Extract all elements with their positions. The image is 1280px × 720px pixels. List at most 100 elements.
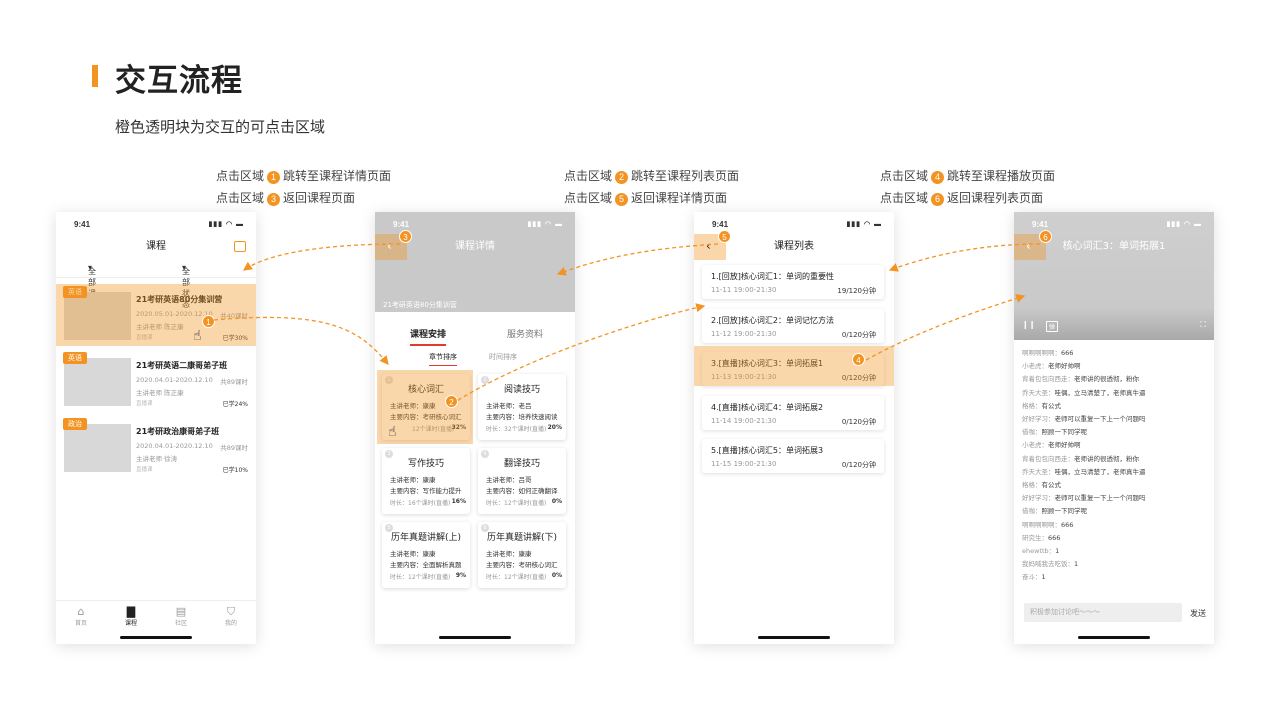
hotspot-2[interactable] bbox=[377, 370, 473, 444]
back-chevron-icon[interactable]: ‹ bbox=[1026, 239, 1031, 253]
module-content: 主要内容：培养快速阅读 bbox=[486, 413, 558, 421]
chat-author: 小老虎： bbox=[1022, 441, 1048, 450]
course-item[interactable]: 政治 21考研政治康哥弟子班 2020.04.01-2020.12.10 共89… bbox=[56, 418, 256, 480]
lesson-minutes: 0/120分钟 bbox=[841, 418, 876, 426]
lesson-time: 11-11 19:00-21:30 bbox=[711, 286, 777, 294]
lesson-minutes: 19/120分钟 bbox=[837, 287, 876, 295]
chat-message: 好好学习：老师可以重复一下上一个问题吗 bbox=[1022, 413, 1146, 426]
module-card[interactable]: 4 翻译技巧 主讲老师：吕哥 主要内容：如何正确翻译 时长：12个课时(直播) … bbox=[478, 448, 566, 514]
status-bar: 9:41 ▮▮▮ ◠ ▬ bbox=[1014, 212, 1214, 234]
module-card[interactable]: 2 阅读技巧 主讲老师：老吕 主要内容：培养快速阅读 时长：32个课时(直播) … bbox=[478, 374, 566, 440]
chat-text: 老师讲的很透彻，粉你 bbox=[1074, 454, 1139, 463]
tab-courses[interactable]: ▇课程 bbox=[116, 605, 146, 627]
module-teacher: 主讲老师：康康 bbox=[390, 476, 436, 484]
lesson-time: 11-14 19:00-21:30 bbox=[711, 417, 777, 425]
lesson-item[interactable]: 2.[回放]核心词汇2：单词记忆方法 11-12 19:00-21:30 0/1… bbox=[702, 309, 884, 343]
back-chevron-icon[interactable]: ‹ bbox=[706, 239, 711, 253]
pause-icon[interactable]: ❙❙ bbox=[1022, 320, 1036, 329]
hotspot-badge-6: 6 bbox=[1039, 230, 1052, 243]
module-card[interactable]: 6 历年真题讲解(下) 主讲老师：康康 主要内容：考研核心词汇 时长：12个课时… bbox=[478, 522, 566, 588]
signal-wifi-battery-icon: ▮▮▮ ◠ ▬ bbox=[527, 221, 563, 228]
chat-message: 研究生：666 bbox=[1022, 532, 1146, 545]
tab-schedule[interactable]: 课程安排 bbox=[410, 327, 447, 346]
lesson-item[interactable]: 1.[回放]核心词汇1：单词的重要性 11-11 19:00-21:30 19/… bbox=[702, 265, 884, 299]
lesson-title: 1.[回放]核心词汇1：单词的重要性 bbox=[711, 272, 834, 281]
signal-wifi-battery-icon: ▮▮▮ ◠ ▬ bbox=[208, 221, 244, 228]
chat-text: 666 bbox=[1048, 533, 1061, 542]
hotspot-4[interactable] bbox=[694, 346, 894, 386]
course-status: 直播课 bbox=[136, 467, 153, 473]
module-content: 主要内容：写作能力提升 bbox=[390, 487, 462, 495]
sort-time[interactable]: 时间排序 bbox=[489, 353, 517, 361]
module-number: 2 bbox=[481, 376, 489, 384]
course-title: 21考研英语二康哥弟子班 bbox=[136, 361, 228, 370]
chat-message: 格格：有公式 bbox=[1022, 400, 1146, 413]
book-icon: ▇ bbox=[126, 605, 136, 618]
course-teacher: 主讲老师 陈正康 bbox=[136, 389, 184, 397]
status-time: 9:41 bbox=[393, 220, 410, 229]
chat-message: 小老虎：老师好帅啊 bbox=[1022, 360, 1146, 373]
module-number: 5 bbox=[385, 524, 393, 532]
fullscreen-icon[interactable]: ⛶ bbox=[1200, 320, 1206, 329]
screen-course-detail: 9:41 ▮▮▮ ◠ ▬ 课程详情 ‹ 3 21考研英语80分集训营 课程安排 … bbox=[375, 212, 575, 644]
lesson-time: 11-12 19:00-21:30 bbox=[711, 330, 777, 338]
chat-message: ehewttb：1 bbox=[1022, 545, 1146, 558]
status-bar: 9:41 ▮▮▮ ◠ ▬ bbox=[56, 212, 256, 234]
tab-bar: ⌂首页 ▇课程 ▤社区 ⛉我的 bbox=[56, 600, 256, 630]
module-teacher: 主讲老师：康康 bbox=[486, 550, 532, 558]
module-card[interactable]: 1 核心词汇 主讲老师：康康 主要内容：考研核心词汇 12个课时(直播) 32% bbox=[382, 374, 470, 440]
chat-author: 格格： bbox=[1022, 401, 1042, 410]
chat-message: 乔天大圣：哇偶，立马清楚了，老师真牛逼 bbox=[1022, 466, 1146, 479]
chat-author: 研究生： bbox=[1022, 533, 1048, 542]
arrow-2-to-list bbox=[451, 303, 706, 405]
nav-title: 课程详情 bbox=[455, 241, 495, 252]
sort-chapter[interactable]: 章节排序 bbox=[429, 352, 457, 366]
status-time: 9:41 bbox=[1032, 220, 1049, 229]
chat-author: 啊啊啊啊啊： bbox=[1022, 349, 1061, 357]
course-thumbnail bbox=[64, 292, 131, 340]
tab-materials[interactable]: 服务资料 bbox=[507, 330, 544, 340]
module-duration: 时长：12个课时(直播) bbox=[486, 574, 547, 581]
lesson-item[interactable]: 4.[直播]核心词汇4：单词拓展2 11-14 19:00-21:30 0/12… bbox=[702, 396, 884, 430]
course-tag: 英语 bbox=[63, 352, 87, 364]
chat-input[interactable]: 积极参加讨论吧～～～ bbox=[1024, 603, 1182, 622]
sort-tabs: 章节排序 时间排序 bbox=[375, 352, 575, 366]
chat-author: 啊啊啊啊啊： bbox=[1022, 520, 1061, 529]
course-teacher: 主讲老师 徐涛 bbox=[136, 455, 178, 463]
chat-author: ehewttb： bbox=[1022, 547, 1056, 556]
tab-community[interactable]: ▤社区 bbox=[166, 605, 196, 627]
tab-mine[interactable]: ⛉我的 bbox=[216, 605, 246, 627]
chat-author: 格格： bbox=[1022, 481, 1042, 490]
module-progress: 32% bbox=[451, 424, 466, 431]
module-card[interactable]: 3 写作技巧 主讲老师：康康 主要内容：写作能力提升 时长：16个课时(直播) … bbox=[382, 448, 470, 514]
tap-hand-icon: ☝ bbox=[193, 328, 202, 344]
course-thumbnail bbox=[64, 358, 131, 406]
tab-home[interactable]: ⌂首页 bbox=[66, 605, 96, 627]
chat-text: 照顾一下同学呢 bbox=[1041, 428, 1088, 437]
send-button[interactable]: 发送 bbox=[1190, 609, 1206, 618]
filter-all-status[interactable]: 全部状态 ▾ bbox=[182, 263, 190, 309]
lesson-item[interactable]: 5.[直播]核心词汇5：单词拓展3 11-15 19:00-21:30 0/12… bbox=[702, 439, 884, 473]
module-teacher: 主讲老师：老吕 bbox=[486, 402, 532, 410]
calendar-icon[interactable] bbox=[234, 241, 246, 252]
course-item[interactable]: 英语 21考研英语二康哥弟子班 2020.04.01-2020.12.10 共8… bbox=[56, 352, 256, 414]
chat-author: 乔天大圣： bbox=[1022, 388, 1055, 397]
course-item[interactable]: 英语 21考研英语80分集训营 2020.05.01-2020.12.10 共4… bbox=[56, 286, 256, 348]
course-date: 2020.04.01-2020.12.10 bbox=[136, 376, 213, 384]
chat-author: 借咖： bbox=[1022, 507, 1042, 516]
chat-icon: ▤ bbox=[175, 605, 187, 618]
module-title: 历年真题讲解(下) bbox=[486, 533, 558, 543]
hotspot-badge-3: 3 bbox=[399, 230, 412, 243]
chat-text: 1 bbox=[1055, 547, 1060, 556]
module-card[interactable]: 5 历年真题讲解(上) 主讲老师：康康 主要内容：全面解析真题 时长：12个课时… bbox=[382, 522, 470, 588]
course-hours: 共89课时 bbox=[220, 378, 248, 386]
danmu-toggle[interactable]: 弹 bbox=[1046, 321, 1059, 332]
back-chevron-icon[interactable]: ‹ bbox=[387, 239, 392, 253]
chat-message: 借咖：照顾一下同学呢 bbox=[1022, 505, 1146, 518]
hotspot-1[interactable] bbox=[56, 284, 256, 346]
lesson-minutes: 0/120分钟 bbox=[841, 461, 876, 469]
